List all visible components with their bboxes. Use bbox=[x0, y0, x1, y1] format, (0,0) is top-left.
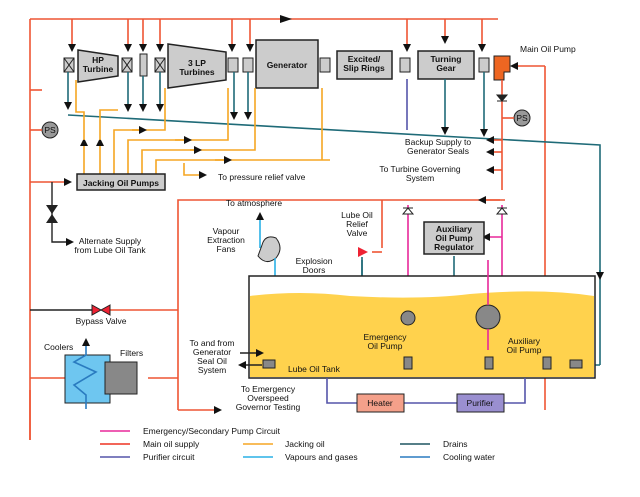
lube-oil-tank: Lube Oil Tank bbox=[248, 275, 596, 379]
jacking-oil-pumps-label: Jacking Oil Pumps bbox=[83, 178, 159, 188]
main-oil-pump-label: Main Oil Pump bbox=[520, 44, 576, 54]
filters-label: Filters bbox=[120, 348, 143, 358]
svg-text:PS: PS bbox=[516, 113, 528, 123]
legend-item: Purifier circuit bbox=[143, 452, 195, 462]
jacking-oil-pumps bbox=[76, 173, 166, 191]
auxiliary-oil-pump bbox=[475, 304, 501, 330]
filters bbox=[104, 361, 138, 395]
legend-item: Cooling water bbox=[443, 452, 495, 462]
aux-oil-pump-regulator bbox=[423, 221, 485, 255]
legend-item: Main oil supply bbox=[143, 439, 200, 449]
pressure-relief-label: To pressure relief valve bbox=[218, 172, 306, 182]
jacking-oil-lines bbox=[75, 80, 330, 180]
bypass-valve bbox=[91, 304, 111, 316]
main-oil-pump bbox=[493, 55, 511, 81]
vapour-extraction-fan bbox=[257, 236, 281, 262]
bypass-valve-label: Bypass Valve bbox=[76, 316, 127, 326]
ps-left-label: PS bbox=[44, 125, 56, 135]
legend-item: Emergency/Secondary Pump Circuit bbox=[143, 426, 281, 436]
heater bbox=[356, 393, 405, 413]
legend-item: Drains bbox=[443, 439, 468, 449]
purifier bbox=[456, 393, 505, 413]
purifier-label: Purifier bbox=[467, 398, 494, 408]
turning-gear bbox=[417, 50, 475, 80]
lube-relief-valve bbox=[358, 247, 368, 257]
exciter-slip-rings bbox=[336, 50, 393, 80]
atmosphere-label: To atmosphere bbox=[226, 198, 282, 208]
exciter-label: Excited/Slip Rings bbox=[343, 54, 385, 73]
legend: Emergency/Secondary Pump Circuit Main oi… bbox=[100, 426, 495, 462]
coolers bbox=[64, 354, 111, 404]
emergency-oil-pump bbox=[400, 310, 416, 326]
legend-item: Jacking oil bbox=[285, 439, 325, 449]
generator bbox=[255, 39, 319, 89]
coolers-label: Coolers bbox=[44, 342, 73, 352]
supply-return bbox=[177, 199, 505, 410]
generator-label: Generator bbox=[267, 60, 308, 70]
legend-item: Vapours and gases bbox=[285, 452, 358, 462]
lp-turbines bbox=[167, 43, 227, 89]
tank-label: Lube Oil Tank bbox=[288, 364, 341, 374]
heater-label: Heater bbox=[367, 398, 393, 408]
hp-turbine bbox=[77, 49, 119, 83]
main-oil-header bbox=[29, 15, 498, 440]
